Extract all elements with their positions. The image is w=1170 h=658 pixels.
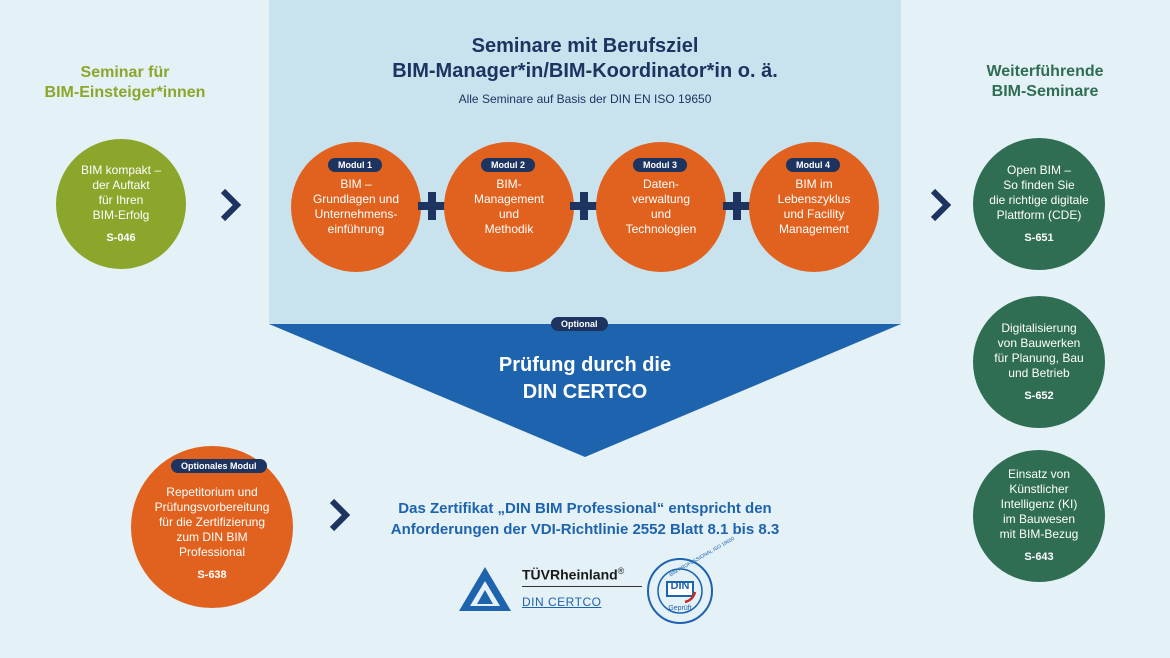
- certificate-line1: Das Zertifikat „DIN BIM Professional“ en…: [398, 500, 772, 517]
- right-title-line1: Weiterführende: [986, 63, 1104, 80]
- center-title-line2: BIM-Manager*in/BIM-Koordinator*in o. ä.: [392, 60, 778, 82]
- seminar-line: Open BIM –: [1006, 162, 1072, 177]
- chevron-right-icon: [928, 187, 952, 228]
- seminar-line: Intelligenz (KI): [1000, 497, 1078, 511]
- exam-line1: Prüfung durch die: [498, 354, 672, 376]
- seminar-circle-s046[interactable]: BIM kompakt – der Auftakt für Ihren BIM-…: [56, 139, 186, 269]
- module-line: zum DIN BIM: [176, 530, 248, 544]
- left-title-line1: Seminar für: [80, 64, 170, 81]
- din-seal-text: DIN: [670, 580, 690, 592]
- plus-icon: [568, 190, 600, 227]
- seminar-circle-s651[interactable]: Open BIM – So finden Sie die richtige di…: [973, 138, 1105, 270]
- seminar-line: Künstlicher: [1009, 482, 1069, 496]
- module-line: BIM –: [340, 177, 372, 191]
- seminar-line: Digitalisierung: [1001, 320, 1077, 335]
- module-line: Technologien: [625, 222, 697, 236]
- module-line: einführung: [327, 222, 385, 236]
- optional-module-badge: Optionales Modul: [171, 459, 267, 473]
- seminar-circle-s643[interactable]: Einsatz von Künstlicher Intelligenz (KI)…: [973, 450, 1105, 582]
- seminar-line: im Bauwesen: [1002, 512, 1076, 526]
- registered-mark: ®: [617, 566, 625, 576]
- module-line: BIM im: [795, 177, 833, 191]
- module-line: Grundlagen und: [312, 192, 400, 206]
- module-line: Unternehmens-: [314, 207, 398, 221]
- left-title: Seminar für BIM-Einsteiger*innen: [20, 63, 230, 103]
- exam-triangle: [269, 324, 901, 457]
- right-title-line2: BIM-Seminare: [991, 83, 1099, 100]
- seminar-code: S-638: [197, 569, 227, 581]
- seminar-code: S-643: [1024, 551, 1054, 563]
- seminar-code: S-652: [1024, 389, 1054, 402]
- module-line: Management: [473, 192, 545, 206]
- module-1-badge: Modul 1: [328, 158, 382, 172]
- logo-divider: [522, 586, 642, 587]
- seminar-line: BIM kompakt –: [80, 162, 162, 177]
- seminar-line: die richtige digitale: [989, 192, 1089, 207]
- chevron-right-icon: [327, 497, 351, 538]
- tuv-text: TÜVRheinland: [522, 566, 618, 583]
- seminar-line: Einsatz von: [1007, 467, 1071, 481]
- certificate-line2: Anforderungen der VDI-Richtlinie 2552 Bl…: [390, 521, 780, 538]
- left-title-line2: BIM-Einsteiger*innen: [44, 84, 206, 101]
- seminar-line: für Ihren: [98, 192, 144, 207]
- optional-module-circle[interactable]: Repetitorium und Prüfungsvorbereitung fü…: [131, 446, 293, 608]
- center-subtitle: Alle Seminare auf Basis der DIN EN ISO 1…: [458, 92, 712, 106]
- seminar-line: von Bauwerken: [997, 335, 1081, 350]
- module-4-badge: Modul 4: [786, 158, 840, 172]
- exam-optional-badge: Optional: [551, 317, 608, 331]
- module-line: und: [498, 207, 520, 221]
- module-line: verwaltung: [631, 192, 691, 206]
- module-line: Lebenszyklus: [777, 192, 851, 206]
- center-title-line1: Seminare mit Berufsziel: [471, 35, 699, 57]
- module-line: für die Zertifizierung: [158, 515, 266, 529]
- seminar-code: S-651: [1024, 231, 1054, 244]
- seminar-line: und Betrieb: [1008, 365, 1070, 380]
- seminar-circle-s652[interactable]: Digitalisierung von Bauwerken für Planun…: [973, 296, 1105, 428]
- tuv-logo-text: TÜVRheinland®: [522, 566, 624, 583]
- module-line: Prüfungsvorbereitung: [154, 500, 270, 514]
- module-line: Daten-: [642, 177, 680, 191]
- module-line: Methodik: [484, 222, 534, 236]
- dincertco-logo-text: DIN CERTCO: [522, 595, 602, 609]
- module-line: und: [650, 207, 672, 221]
- exam-line2: DIN CERTCO: [522, 381, 648, 403]
- exam-text: Prüfung durch die DIN CERTCO: [269, 352, 901, 406]
- chevron-right-icon: [218, 187, 242, 228]
- module-line: Repetitorium und: [166, 485, 258, 499]
- seminar-line: der Auftakt: [92, 177, 150, 192]
- plus-icon: [416, 190, 448, 227]
- seminar-line: Plattform (CDE): [996, 207, 1082, 222]
- seminar-line: BIM-Erfolg: [92, 207, 150, 222]
- seminar-line: für Planung, Bau: [994, 350, 1084, 365]
- module-line: und Facility: [783, 207, 845, 221]
- din-seal-icon: [645, 556, 715, 631]
- seminar-line: So finden Sie: [1003, 177, 1075, 192]
- module-line: Professional: [178, 545, 246, 559]
- module-2-badge: Modul 2: [481, 158, 535, 172]
- module-3-circle[interactable]: Daten- verwaltung und Technologien: [596, 142, 726, 272]
- tuv-triangle-logo: [457, 565, 513, 618]
- right-title: Weiterführende BIM-Seminare: [940, 62, 1150, 102]
- certificate-text: Das Zertifikat „DIN BIM Professional“ en…: [365, 498, 805, 540]
- seminar-line: mit BIM-Bezug: [999, 527, 1079, 541]
- seminar-code: S-046: [106, 231, 136, 244]
- plus-icon: [721, 190, 753, 227]
- din-seal-gepruft: Geprüft: [668, 605, 692, 612]
- module-line: Management: [778, 222, 850, 236]
- module-line: BIM-: [496, 177, 522, 191]
- module-3-badge: Modul 3: [633, 158, 687, 172]
- center-title: Seminare mit Berufsziel BIM-Manager*in/B…: [269, 34, 901, 84]
